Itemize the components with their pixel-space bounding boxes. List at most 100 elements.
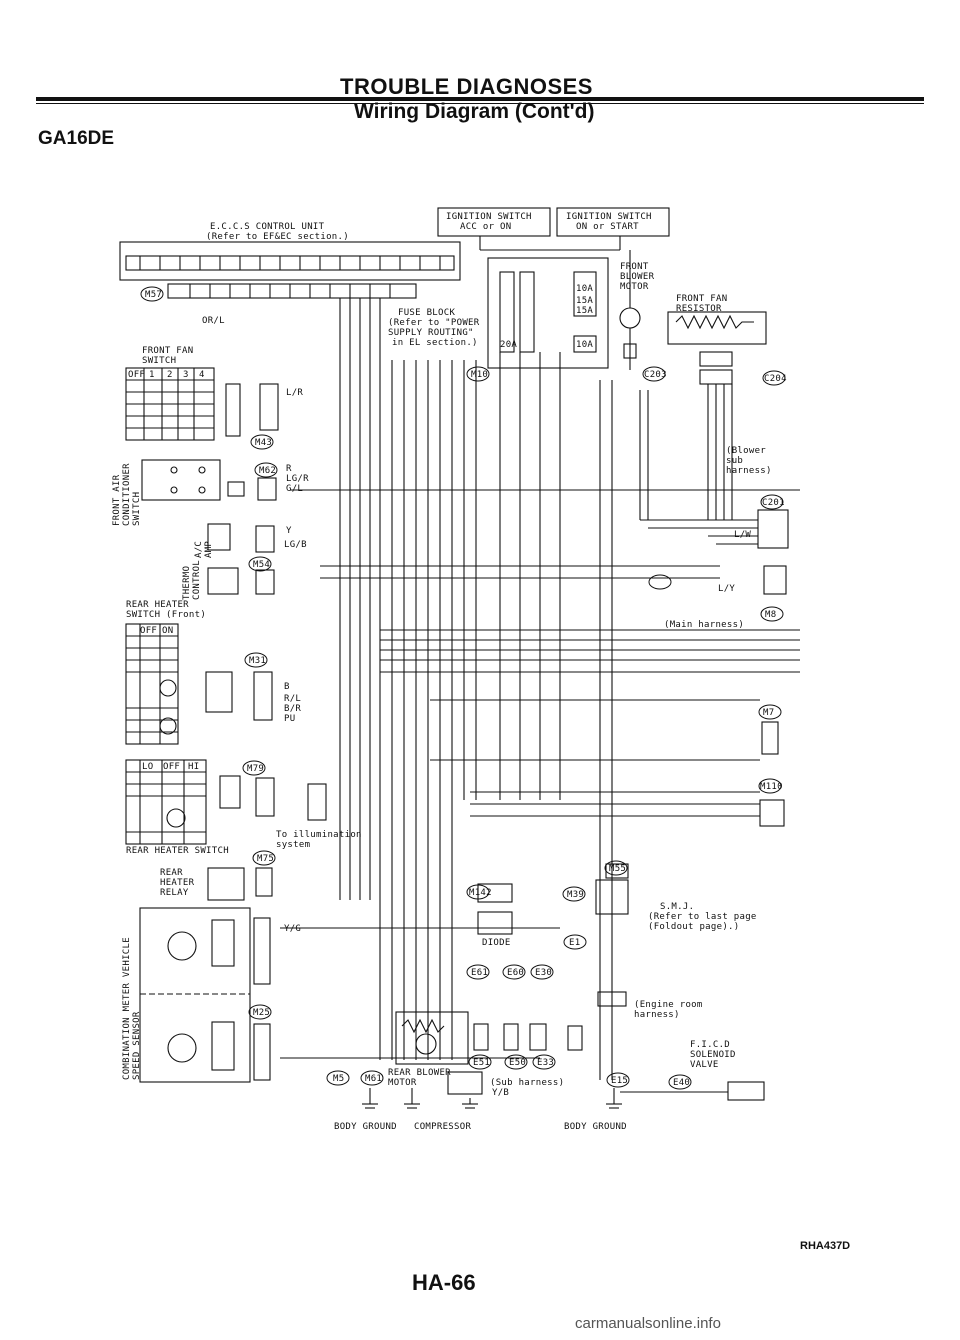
fuse-ref-3: in EL section.) <box>392 338 478 348</box>
rh-pos-hi: HI <box>188 762 200 772</box>
conn-e30: E30 <box>535 968 553 978</box>
fuse-ref-2: SUPPLY ROUTING" <box>388 328 474 338</box>
rh-pos-off: OFF <box>163 762 181 772</box>
ecu-pins <box>139 256 441 298</box>
illumination-label: To illumination system <box>276 830 362 850</box>
combo-meter-label: COMBINATION METER VEHICLE SPEED SENSOR <box>122 937 142 1080</box>
m110-connector <box>759 799 785 827</box>
wire-ly: L/Y <box>718 584 736 594</box>
ff-pos-2: 2 <box>167 370 173 380</box>
wire-lr: L/R <box>286 388 304 398</box>
wire-rl: R/L <box>284 694 302 704</box>
conn-m43: M43 <box>255 438 273 448</box>
ignition-switch-acc-box <box>437 207 551 237</box>
rhf-pos-off: OFF <box>140 626 158 636</box>
wire-lgb: LG/B <box>284 540 307 550</box>
conn-m57: M57 <box>145 290 163 300</box>
ficd-valve-box <box>727 1081 765 1101</box>
conn-e40: E40 <box>673 1078 691 1088</box>
ecu-pin-row <box>125 255 455 271</box>
rhf-pos-on: ON <box>162 626 174 636</box>
conn-e51: E51 <box>473 1058 491 1068</box>
rear-heater-relay-label: REAR HEATER RELAY <box>160 868 195 898</box>
wire-yg: Y/G <box>284 924 302 934</box>
wire-br: B/R <box>284 704 302 714</box>
ign-start-label: IGNITION SWITCH <box>566 212 652 222</box>
rear-blower-label: REAR BLOWER MOTOR <box>388 1068 451 1088</box>
combination-meter-box <box>139 907 251 1083</box>
conn-m7: M7 <box>763 708 775 718</box>
blower-sub-label: (Blower sub harness) <box>726 446 772 476</box>
conn-m142: M142 <box>469 888 492 898</box>
ign-acc-label: IGNITION SWITCH <box>446 212 532 222</box>
c201-connector <box>757 509 789 549</box>
conn-m55: M55 <box>609 864 627 874</box>
ac-amp-box <box>207 523 231 551</box>
conn-m31: M31 <box>249 656 267 666</box>
rear-heater-relay-box <box>207 867 245 901</box>
conn-m8: M8 <box>765 610 777 620</box>
fuse-block-label: FUSE BLOCK <box>398 308 456 318</box>
wire-lgr: LG/R <box>286 474 309 484</box>
page-number: HA-66 <box>412 1270 476 1295</box>
conn-m110: M110 <box>760 782 783 792</box>
harness-wires <box>280 489 800 1059</box>
ac-switch-label: FRONT AIR CONDITIONER SWITCH <box>112 463 142 526</box>
ac-switch-box <box>141 459 221 501</box>
conn-c201: C201 <box>762 498 785 508</box>
rear-blower-motor-box <box>395 1011 469 1065</box>
conn-m75: M75 <box>257 854 275 864</box>
conn-e33: E33 <box>537 1058 555 1068</box>
rh-pos-lo: LO <box>142 762 154 772</box>
front-blower-motor-symbol <box>619 307 641 329</box>
wire-r: R <box>286 464 292 474</box>
thermo-control-box <box>207 567 239 595</box>
ecu-ref: (Refer to EF&EC section.) <box>206 232 349 242</box>
conn-e61: E61 <box>471 968 489 978</box>
conn-c204: C204 <box>764 374 787 384</box>
wire-y: Y <box>286 526 292 536</box>
fuse-ref-1: (Refer to "POWER <box>388 318 480 328</box>
m142-connector <box>477 883 513 903</box>
wire-orl: OR/L <box>202 316 225 326</box>
rear-heater-front-label: REAR HEATER SWITCH (Front) <box>126 600 207 620</box>
conn-m39: M39 <box>567 890 585 900</box>
ff-pos-1: 1 <box>149 370 155 380</box>
fuse-15a-2: 15A <box>576 306 594 316</box>
ign-acc-pos: ACC or ON <box>460 222 512 232</box>
ignition-switch-start-box <box>556 207 670 237</box>
rear-heater-switch-label: REAR HEATER SWITCH <box>126 846 229 856</box>
compressor-label: COMPRESSOR <box>414 1122 472 1132</box>
fuse-15a-1: 15A <box>576 296 594 306</box>
wire-yb: Y/B <box>492 1088 510 1098</box>
m57-pin-row <box>167 283 417 299</box>
ff-pos-off: OFF <box>128 370 146 380</box>
conn-c203: C203 <box>644 370 667 380</box>
rear-heater-switch-grid <box>125 759 207 845</box>
body-ground-label: BODY GROUND <box>334 1122 397 1132</box>
wire-b: B <box>284 682 290 692</box>
diode-box <box>477 911 513 935</box>
wire-pu: PU <box>284 714 296 724</box>
conn-e1: E1 <box>569 938 581 948</box>
rear-heater-front-grid <box>125 623 179 745</box>
smj-ref: (Refer to last page (Foldout page).) <box>648 912 757 932</box>
ground-symbols <box>362 1088 622 1109</box>
ecu-label: E.C.C.S CONTROL UNIT <box>210 222 325 232</box>
ecu-connector-block <box>119 241 461 281</box>
ff-pos-3: 3 <box>183 370 189 380</box>
ficd-label: F.I.C.D SOLENOID VALVE <box>690 1040 736 1070</box>
diode-label: DIODE <box>482 938 511 948</box>
header-rule-thin <box>36 103 924 104</box>
ff-pos-4: 4 <box>199 370 205 380</box>
conn-m62: M62 <box>259 466 277 476</box>
page-subtitle: Wiring Diagram (Cont'd) <box>354 100 595 123</box>
figure-id: RHA437D <box>800 1240 851 1252</box>
conn-e50: E50 <box>509 1058 527 1068</box>
body-ground-label-2: BODY GROUND <box>564 1122 627 1132</box>
page-title: TROUBLE DIAGNOSES <box>340 74 593 99</box>
smj-label: S.M.J. <box>660 902 695 912</box>
wire-gl: G/L <box>286 484 304 494</box>
main-harness-label: (Main harness) <box>664 620 745 630</box>
